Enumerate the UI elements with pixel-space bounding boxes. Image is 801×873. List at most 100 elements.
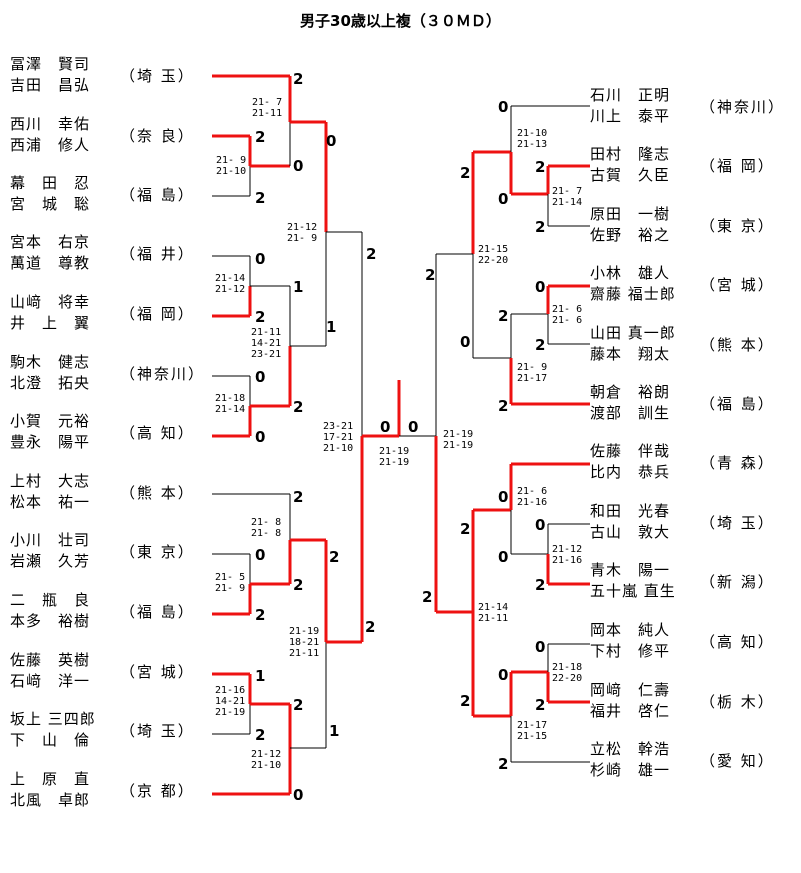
player-names: 冨澤 賢司 bbox=[10, 55, 91, 73]
player-names: 五十嵐 直生 bbox=[590, 582, 676, 600]
player-names: 下 山 倫 bbox=[10, 731, 91, 749]
prefecture-label: （愛 知） bbox=[700, 752, 775, 770]
player-names: 駒木 健志 bbox=[10, 353, 91, 371]
player-names: 石川 正明 bbox=[590, 86, 671, 104]
set-scores: 21-14 21-11 bbox=[478, 602, 509, 624]
game-count: 2 bbox=[255, 726, 266, 744]
set-scores: 21- 6 21-16 bbox=[517, 486, 548, 508]
set-scores: 23-21 17-21 21-10 bbox=[323, 421, 354, 454]
player-names: 萬道 尊教 bbox=[10, 254, 91, 272]
player-names: 古賀 久臣 bbox=[590, 166, 671, 184]
prefecture-label: （埼 玉） bbox=[120, 722, 195, 740]
player-names: 比内 恭兵 bbox=[590, 463, 671, 481]
game-count: 1 bbox=[293, 278, 304, 296]
set-scores: 21- 9 21-10 bbox=[216, 155, 247, 177]
set-scores: 21-19 21-19 bbox=[379, 446, 410, 468]
prefecture-label: （東 京） bbox=[700, 217, 775, 235]
set-scores: 21- 6 21- 6 bbox=[552, 304, 583, 326]
game-count: 2 bbox=[498, 397, 509, 415]
prefecture-label: （東 京） bbox=[120, 543, 195, 561]
game-count: 1 bbox=[326, 318, 337, 336]
set-scores: 21-16 14-21 21-19 bbox=[215, 685, 246, 718]
player-names: 田村 隆志 bbox=[590, 145, 671, 163]
prefecture-label: （福 井） bbox=[120, 245, 195, 263]
prefecture-label: （京 都） bbox=[120, 782, 195, 800]
player-names: 杉崎 雄一 bbox=[590, 761, 671, 779]
game-count: 2 bbox=[460, 692, 471, 710]
player-names: 佐藤 伴哉 bbox=[590, 442, 671, 460]
prefecture-label: （高 知） bbox=[120, 424, 195, 442]
prefecture-label: （神奈川） bbox=[700, 98, 786, 116]
set-scores: 21- 7 21-11 bbox=[252, 97, 283, 119]
player-names: 西浦 修人 bbox=[10, 136, 91, 154]
player-names: 原田 一樹 bbox=[590, 205, 671, 223]
game-count: 2 bbox=[498, 755, 509, 773]
game-count: 0 bbox=[498, 190, 509, 208]
prefecture-label: （熊 本） bbox=[700, 336, 775, 354]
game-count: 0 bbox=[498, 98, 509, 116]
player-names: 佐野 裕之 bbox=[590, 226, 671, 244]
prefecture-label: （福 島） bbox=[700, 395, 775, 413]
game-count: 2 bbox=[293, 488, 304, 506]
set-scores: 21- 8 21- 8 bbox=[251, 517, 282, 539]
set-scores: 21-12 21-16 bbox=[552, 544, 583, 566]
set-scores: 21-12 21- 9 bbox=[287, 222, 318, 244]
set-scores: 21-18 22-20 bbox=[552, 662, 583, 684]
game-count: 2 bbox=[535, 218, 546, 236]
game-count: 2 bbox=[460, 164, 471, 182]
prefecture-label: （福 岡） bbox=[120, 305, 195, 323]
player-names: 豊永 陽平 bbox=[10, 433, 91, 451]
player-names: 川上 泰平 bbox=[590, 107, 671, 125]
game-count: 0 bbox=[535, 278, 546, 296]
game-count: 2 bbox=[255, 606, 266, 624]
game-count: 1 bbox=[329, 722, 340, 740]
game-count: 2 bbox=[498, 307, 509, 325]
player-names: 渡部 訓生 bbox=[590, 404, 671, 422]
game-count: 2 bbox=[255, 128, 266, 146]
prefecture-label: （埼 玉） bbox=[120, 67, 195, 85]
game-count: 2 bbox=[365, 618, 376, 636]
player-names: 幕 田 忍 bbox=[10, 174, 91, 192]
game-count: 0 bbox=[535, 516, 546, 534]
set-scores: 21-11 14-21 23-21 bbox=[251, 327, 282, 360]
prefecture-label: （神奈川） bbox=[120, 365, 206, 383]
player-names: 西川 幸佑 bbox=[10, 115, 91, 133]
game-count: 2 bbox=[535, 336, 546, 354]
player-names: 青木 陽一 bbox=[590, 561, 671, 579]
player-names: 北風 卓郎 bbox=[10, 791, 91, 809]
player-names: 松本 祐一 bbox=[10, 493, 91, 511]
game-count: 2 bbox=[460, 520, 471, 538]
game-count: 2 bbox=[535, 696, 546, 714]
set-scores: 21-17 21-15 bbox=[517, 720, 548, 742]
player-names: 齋藤 福士郎 bbox=[590, 285, 676, 303]
player-names: 井 上 翼 bbox=[10, 314, 91, 332]
game-count: 0 bbox=[293, 786, 304, 804]
game-count: 0 bbox=[255, 250, 266, 268]
game-count: 0 bbox=[498, 488, 509, 506]
game-count: 2 bbox=[425, 266, 436, 284]
player-names: 北澄 拓央 bbox=[10, 374, 91, 392]
game-count: 2 bbox=[255, 308, 266, 326]
game-count: 0 bbox=[293, 157, 304, 175]
player-names: 小賀 元裕 bbox=[10, 412, 91, 430]
player-names: 藤本 翔太 bbox=[590, 345, 671, 363]
game-count: 0 bbox=[380, 418, 391, 436]
player-names: 二 瓶 良 bbox=[10, 591, 91, 609]
game-count: 2 bbox=[422, 588, 433, 606]
player-names: 岡本 純人 bbox=[590, 621, 671, 639]
game-count: 0 bbox=[535, 638, 546, 656]
game-count: 0 bbox=[255, 546, 266, 564]
prefecture-label: （福 島） bbox=[120, 603, 195, 621]
page-title: 男子30歳以上複（３０ＭＤ） bbox=[300, 12, 501, 30]
game-count: 2 bbox=[293, 398, 304, 416]
prefecture-label: （奈 良） bbox=[120, 127, 195, 145]
player-names: 福井 啓仁 bbox=[590, 702, 671, 720]
player-names: 和田 光春 bbox=[590, 502, 671, 520]
set-scores: 21- 7 21-14 bbox=[552, 186, 583, 208]
set-scores: 21-18 21-14 bbox=[215, 393, 246, 415]
game-count: 2 bbox=[329, 548, 340, 566]
player-names: 上村 大志 bbox=[10, 472, 91, 490]
player-names: 坂上 三四郎 bbox=[10, 710, 96, 728]
